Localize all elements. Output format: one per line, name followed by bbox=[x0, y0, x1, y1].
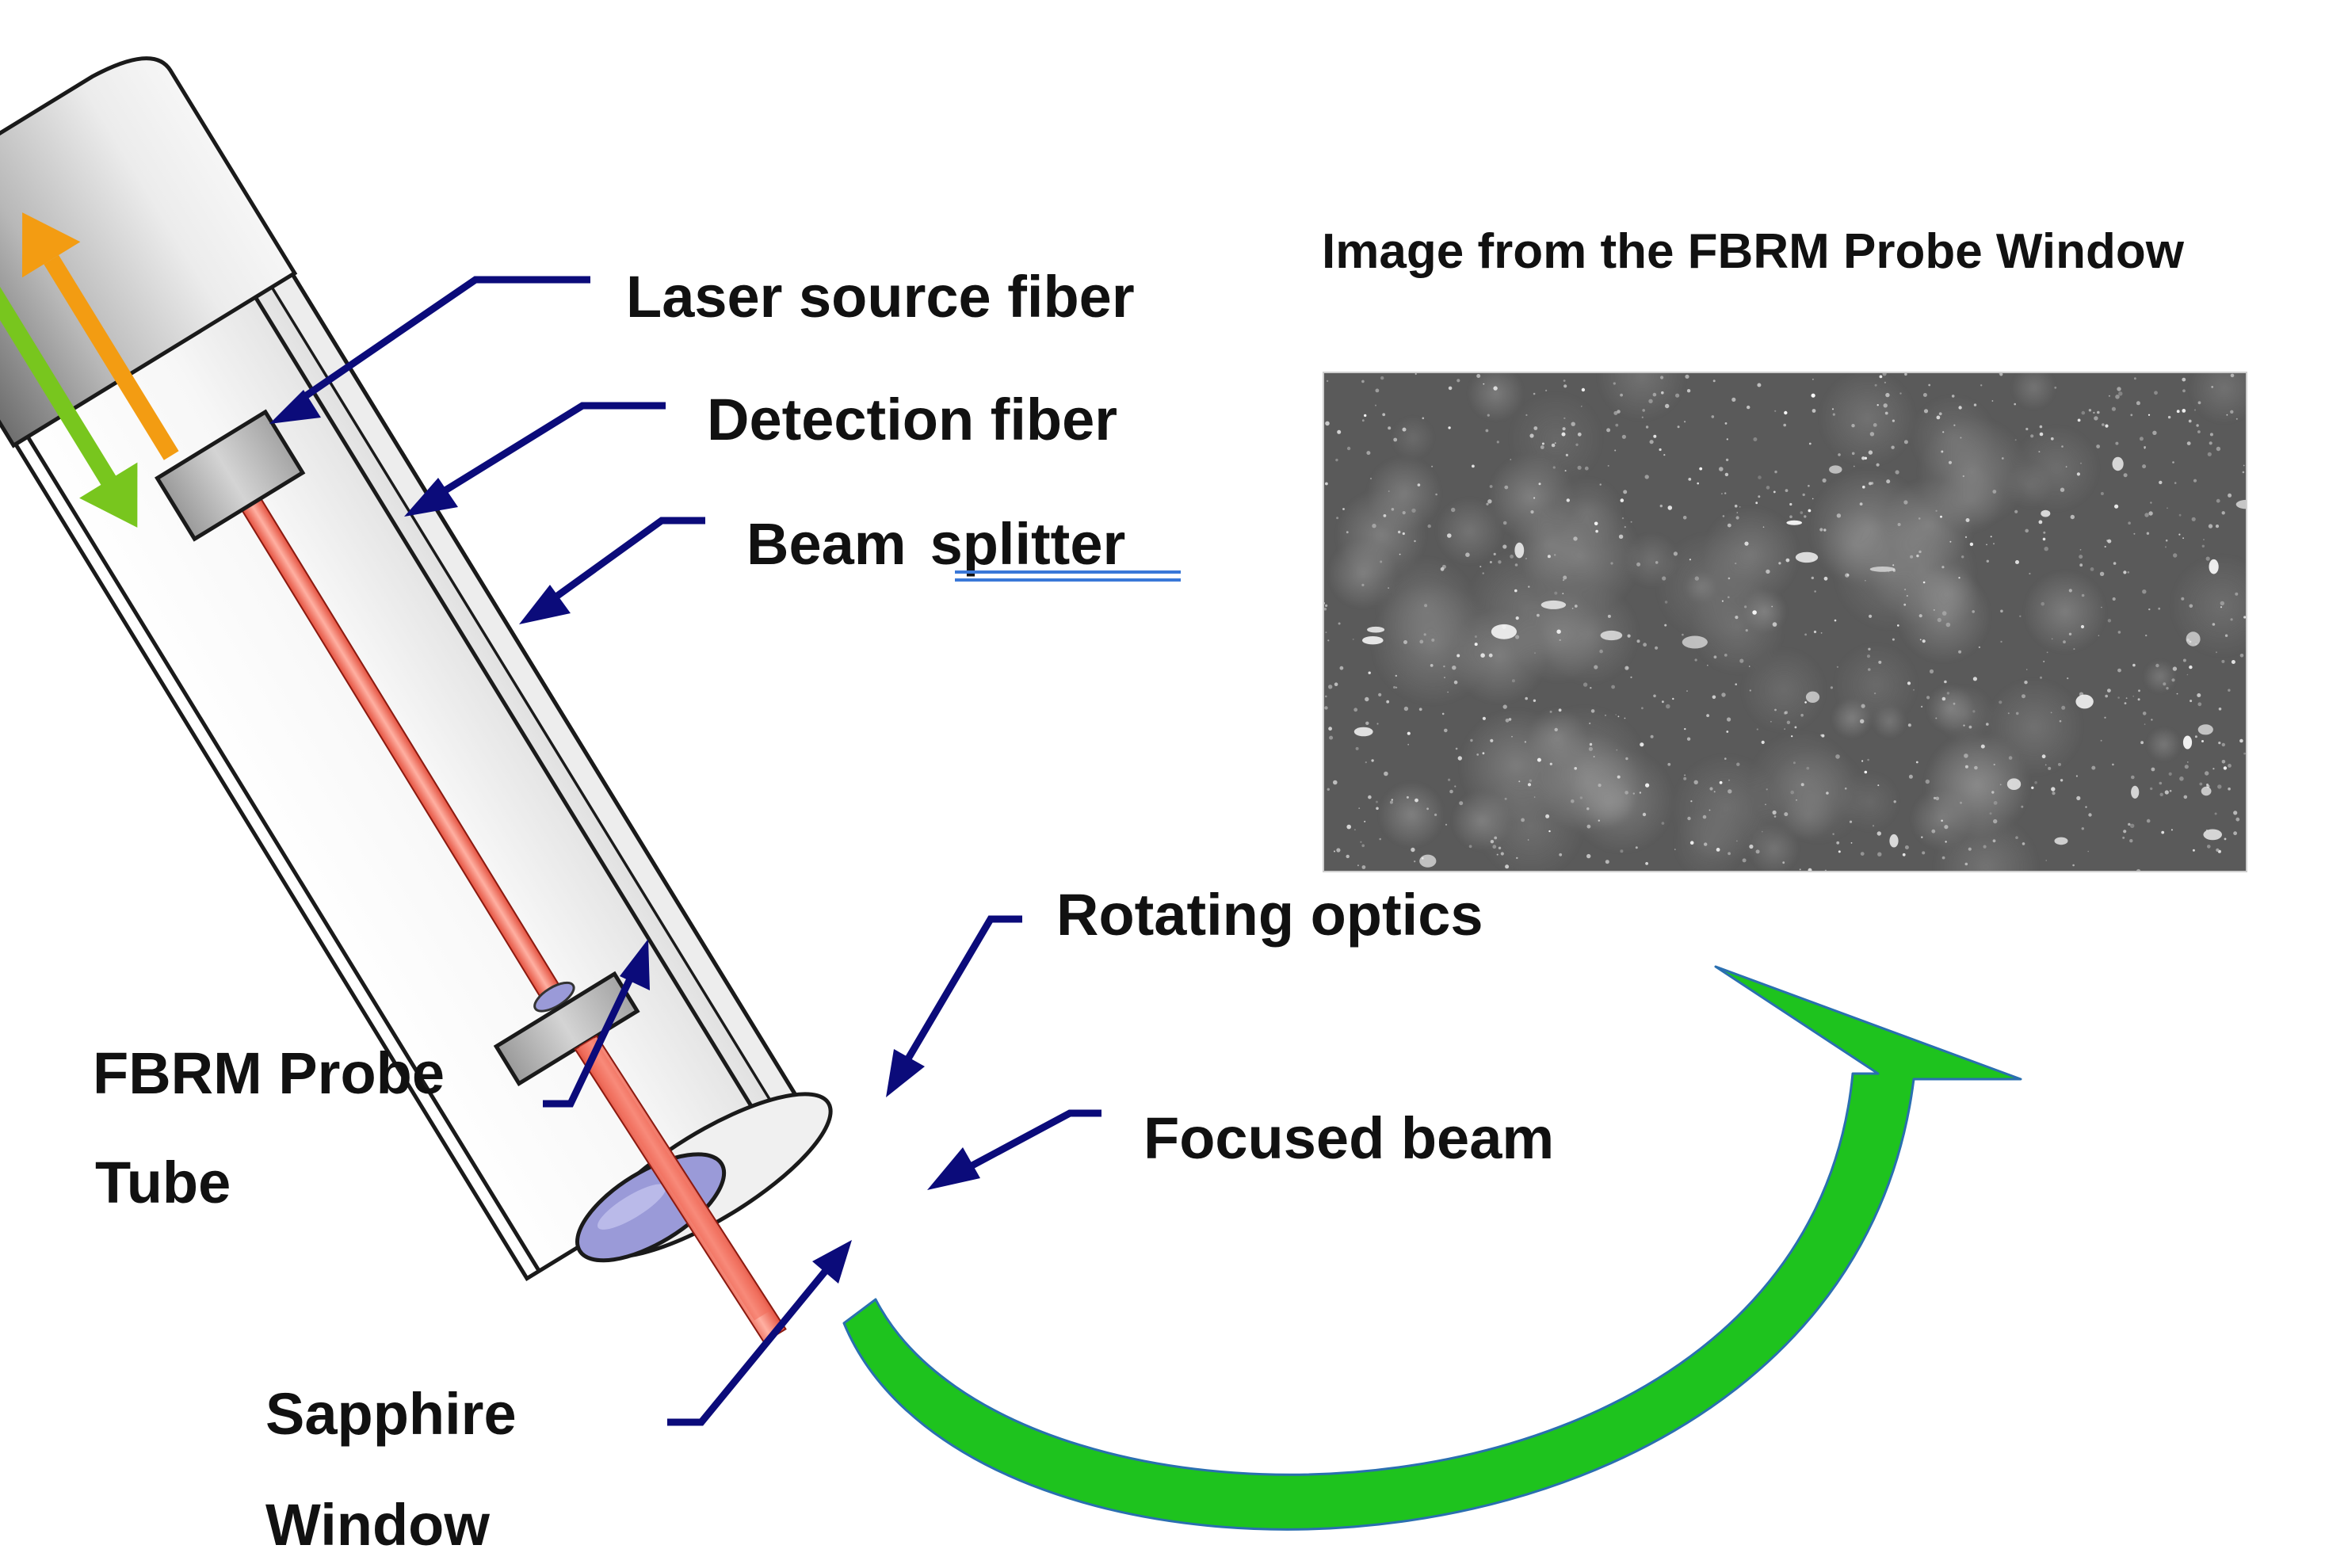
curved-arrow bbox=[842, 965, 2022, 1531]
label-detection-fiber: Detection fiber bbox=[707, 387, 1117, 452]
label-probe-tube-line1: FBRM Probe bbox=[93, 1040, 445, 1106]
label-focused-beam: Focused beam bbox=[1143, 1105, 1554, 1171]
incoming-light-arrow bbox=[0, 276, 138, 528]
label-beam-word: Beam bbox=[746, 511, 907, 577]
leader-beam-splitter bbox=[548, 517, 705, 604]
probe-cap bbox=[0, 56, 298, 448]
label-splitter-word: splitter bbox=[930, 511, 1126, 577]
leader-detection-fiber bbox=[435, 402, 666, 498]
leader-probe-tube bbox=[543, 969, 638, 1108]
outgoing-light-arrow bbox=[22, 212, 179, 460]
label-laser-source-fiber: Laser source fiber bbox=[626, 264, 1135, 330]
leader-laser-source-fiber bbox=[297, 276, 590, 403]
label-beam-splitter: Beam splitter bbox=[746, 511, 1125, 577]
spellcheck-underline bbox=[955, 570, 1181, 582]
leader-sapphire-window bbox=[667, 1265, 831, 1426]
probe-window-image bbox=[1323, 372, 2247, 872]
label-sapphire-line2: Window bbox=[265, 1492, 490, 1558]
probe-tube-left-wall bbox=[24, 432, 541, 1272]
probe-tube-right-wall-mid bbox=[268, 282, 773, 1102]
probe-tube-right-wall-inner bbox=[251, 292, 757, 1112]
label-rotating-optics: Rotating optics bbox=[1056, 882, 1483, 948]
rotating-optics-lens bbox=[533, 981, 575, 1013]
leader-rotating-optics bbox=[902, 915, 1022, 1066]
beam-splitter-block bbox=[155, 409, 306, 542]
fbrm-probe bbox=[0, 56, 833, 1344]
leader-focused-beam bbox=[956, 1109, 1101, 1176]
label-sapphire-line1: Sapphire bbox=[265, 1381, 517, 1447]
probe-window-image-title: Image from the FBRM Probe Window bbox=[1322, 224, 2185, 279]
label-probe-tube-line2: Tube bbox=[95, 1150, 231, 1215]
